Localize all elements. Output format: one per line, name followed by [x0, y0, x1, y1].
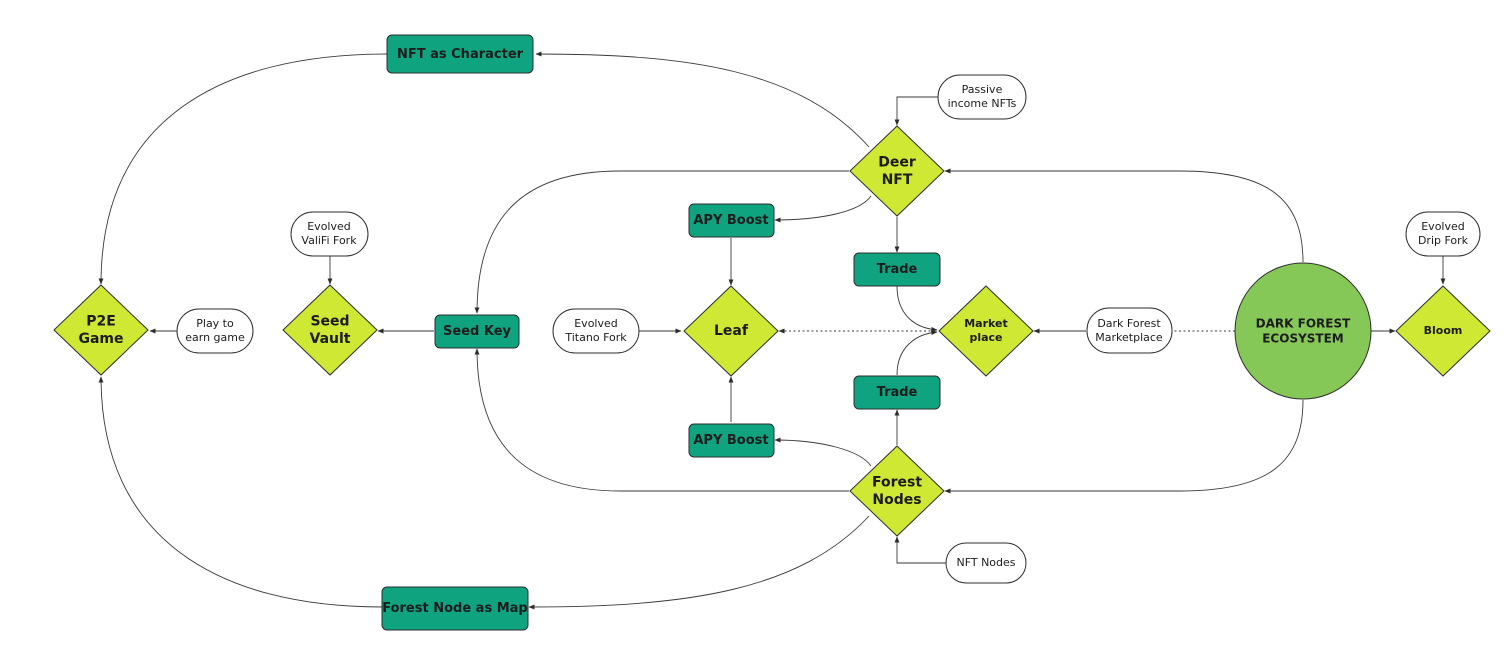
node-label-line: Marketplace	[1095, 331, 1163, 344]
node-label-line: APY Boost	[693, 213, 768, 228]
forest-node-as-map-node[interactable]: Forest Node as Map	[381, 586, 529, 631]
apy-boost-top-node[interactable]: APY Boost	[688, 203, 775, 238]
seed-key-node[interactable]: Seed Key	[434, 314, 520, 349]
node-label: Trade	[877, 385, 918, 400]
node-label-line: NFT Nodes	[956, 556, 1015, 569]
node-label-line: Evolved	[307, 220, 351, 233]
node-label-line: Nodes	[872, 492, 921, 508]
node-label: NFT as Character	[397, 47, 524, 62]
edge-nftnodes-to-forest	[894, 536, 946, 564]
nft-as-character-node[interactable]: NFT as Character	[386, 34, 534, 74]
node-label-line: ValiFi Fork	[301, 234, 357, 247]
node-label-line: Titano Fork	[564, 331, 627, 344]
node-label: Forest Node as Map	[382, 601, 528, 616]
node-label-line: Dark Forest	[1097, 317, 1161, 330]
node-label-line: Game	[78, 331, 123, 347]
node-label-line: Forest Node as Map	[382, 601, 528, 616]
node-label-line: APY Boost	[693, 433, 768, 448]
node-label: Seed Key	[443, 324, 511, 339]
node-label-line: Bloom	[1424, 324, 1463, 337]
node-label: APY Boost	[693, 213, 768, 228]
node-label-line: Drip Fork	[1418, 234, 1469, 247]
node-label-line: NFT	[882, 172, 913, 188]
node-label-line: Leaf	[714, 323, 749, 339]
node-label-line: Trade	[877, 385, 918, 400]
bloom-node[interactable]: Bloom	[1395, 285, 1491, 377]
node-label-line: ECOSYSTEM	[1262, 331, 1344, 345]
node-label-line: NFT as Character	[397, 47, 524, 62]
node-label-line: Seed	[310, 313, 349, 329]
leaf-node[interactable]: Leaf	[683, 285, 779, 377]
node-label-line: Play to	[196, 317, 234, 330]
edge-deer-to-apy-top	[774, 195, 872, 223]
apy-boost-bottom-node[interactable]: APY Boost	[688, 423, 775, 458]
node-label-line: Seed Key	[443, 324, 511, 339]
trade-bottom-node[interactable]: Trade	[853, 375, 941, 410]
edge-ecosystem-to-forest	[944, 399, 1304, 494]
node-label-line: Passive	[962, 83, 1003, 96]
edges	[98, 51, 1446, 610]
node-label-line: Forest	[872, 474, 922, 490]
edge-nft-character-to-p2e	[98, 53, 388, 285]
node-label: Trade	[877, 262, 918, 277]
p2e-game-node[interactable]: P2E Game	[53, 284, 149, 376]
node-label-line: Evolved	[574, 317, 618, 330]
node-label-line: Trade	[877, 262, 918, 277]
node-label-line: place	[969, 331, 1002, 344]
node-label-line: P2E	[86, 313, 116, 329]
edge-forest-to-map	[528, 515, 870, 610]
node-label: Bloom	[1424, 324, 1463, 337]
edge-trade-top-to-market	[896, 285, 938, 332]
edge-forest-to-apy-bottom	[774, 437, 872, 467]
nft-nodes-node[interactable]: NFT Nodes	[945, 542, 1027, 584]
trade-top-node[interactable]: Trade	[853, 252, 941, 287]
edge-deer-to-seedkey	[474, 170, 849, 314]
node-label-line: Vault	[310, 331, 351, 347]
node-label: Leaf	[714, 323, 749, 339]
edge-ecosystem-to-deer	[944, 168, 1304, 263]
node-label-line: Deer	[878, 154, 916, 170]
edge-map-to-p2e	[98, 376, 383, 608]
edge-passive-to-deer	[894, 96, 938, 126]
node-label-line: income NFTs	[948, 97, 1017, 110]
node-label-line: Evolved	[1421, 220, 1465, 233]
node-label-line: earn game	[185, 331, 245, 344]
node-label: P2E Game	[78, 313, 123, 347]
node-label: APY Boost	[693, 433, 768, 448]
edge-forest-to-seedkey	[474, 348, 849, 492]
node-label: NFT Nodes	[956, 556, 1015, 569]
edge-deer-to-nft-character	[535, 51, 870, 148]
node-label-line: DARK FOREST	[1256, 316, 1351, 330]
edge-trade-bottom-to-market	[896, 330, 938, 376]
node-label-line: Market	[964, 317, 1008, 330]
